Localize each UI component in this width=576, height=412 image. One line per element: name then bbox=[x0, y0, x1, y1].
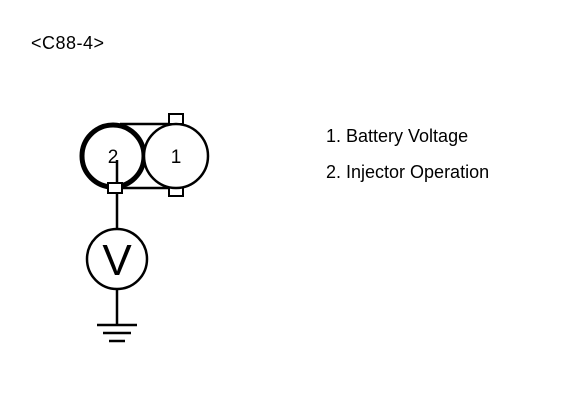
pin-1-number: 1 bbox=[171, 147, 182, 168]
voltmeter-symbol: V bbox=[102, 236, 132, 285]
ground-symbol bbox=[97, 289, 137, 343]
probe-wire bbox=[107, 160, 123, 230]
legend-item-battery-voltage: 1. Battery Voltage bbox=[326, 126, 469, 146]
connector-pin-2: 2 bbox=[79, 122, 147, 190]
legend-item-injector-operation: 2. Injector Operation bbox=[326, 162, 490, 182]
pin-2-number: 2 bbox=[108, 147, 119, 168]
voltmeter: V bbox=[85, 227, 149, 291]
connector-pin-1: 1 bbox=[142, 122, 210, 190]
probe-tip bbox=[107, 182, 123, 194]
connector-id-label: <C88-4> bbox=[31, 33, 105, 53]
pin-legend: 1. Battery Voltage 2. Injector Operation bbox=[326, 118, 489, 190]
